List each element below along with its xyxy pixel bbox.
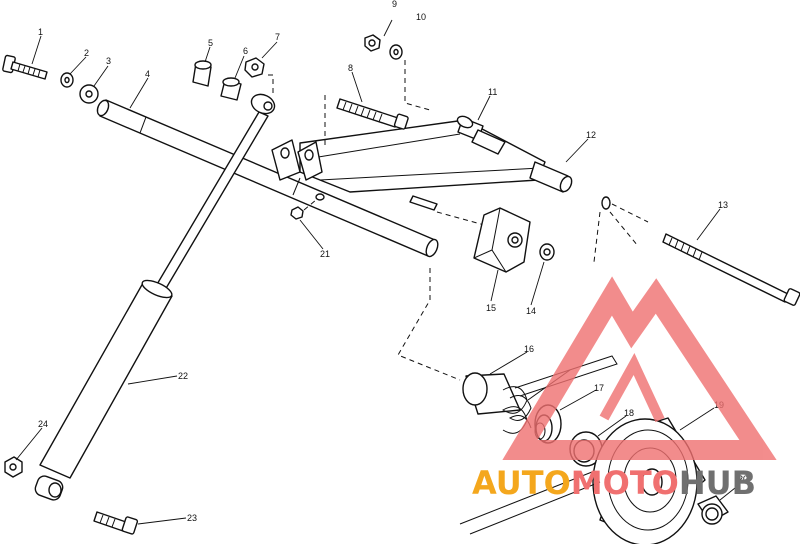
nut-24 xyxy=(4,456,23,478)
bolt-1 xyxy=(2,54,48,80)
leader-lines xyxy=(15,19,741,525)
callout-4: 4 xyxy=(145,69,150,79)
callout-6: 6 xyxy=(243,46,248,56)
watermark-part-hub: HUB xyxy=(679,464,756,502)
guide-line-d xyxy=(436,211,489,227)
callout-12: 12 xyxy=(586,130,596,140)
callout-3: 3 xyxy=(106,56,111,66)
guide-line-b xyxy=(609,211,639,247)
watermark-part-moto: MOTO xyxy=(571,464,679,502)
washer-3 xyxy=(79,84,99,104)
callout-23: 23 xyxy=(187,513,197,523)
washer-14 xyxy=(539,243,555,261)
bolt-8 xyxy=(336,98,409,130)
bolt-13 xyxy=(662,233,800,306)
callout-22: 22 xyxy=(178,371,188,381)
bushing-6 xyxy=(220,77,242,101)
callout-2: 2 xyxy=(84,48,89,58)
a-arm-11 xyxy=(271,115,546,211)
callout-18: 18 xyxy=(624,408,634,418)
callout-7: 7 xyxy=(275,32,280,42)
guide-line-g xyxy=(404,60,431,111)
watermark-logo xyxy=(502,276,777,460)
guide-line-f xyxy=(268,74,274,95)
callout-1: 1 xyxy=(38,27,43,37)
guide-line-c xyxy=(611,203,649,223)
callout-16: 16 xyxy=(524,344,534,354)
nut-7 xyxy=(244,57,265,78)
callout-13: 13 xyxy=(718,200,728,210)
watermark-text: AUTOMOTOHUB xyxy=(472,464,756,502)
guide-line-a xyxy=(593,211,601,263)
callout-14: 14 xyxy=(526,306,536,316)
callout-11: 11 xyxy=(488,87,497,97)
watermark-triangle-icon xyxy=(502,276,777,460)
callout-9: 9 xyxy=(392,0,397,9)
callout-15: 15 xyxy=(486,303,496,313)
watermark-part-auto: AUTO xyxy=(472,464,571,502)
block-15 xyxy=(473,207,531,273)
callout-24: 24 xyxy=(38,419,48,429)
bushing-12 xyxy=(529,161,573,193)
watermark-inner-icon xyxy=(599,352,665,423)
washer-13b xyxy=(601,196,611,210)
callout-21: 21 xyxy=(320,249,330,259)
grease-fitting-21 xyxy=(290,193,325,220)
callout-8: 8 xyxy=(348,63,353,73)
callout-10: 10 xyxy=(416,12,426,22)
washer-2 xyxy=(60,72,74,88)
bushing-5 xyxy=(192,60,212,87)
bushing-20 xyxy=(697,495,729,525)
nut-9 xyxy=(364,34,381,52)
bolt-23 xyxy=(93,511,139,535)
callout-17: 17 xyxy=(594,383,604,393)
washer-10 xyxy=(389,44,403,60)
shock-absorber-22 xyxy=(34,93,276,501)
callout-5: 5 xyxy=(208,38,213,48)
callout-20: 20 xyxy=(738,474,748,484)
guide-line-h xyxy=(397,268,461,381)
cross-shaft-4 xyxy=(96,99,439,258)
